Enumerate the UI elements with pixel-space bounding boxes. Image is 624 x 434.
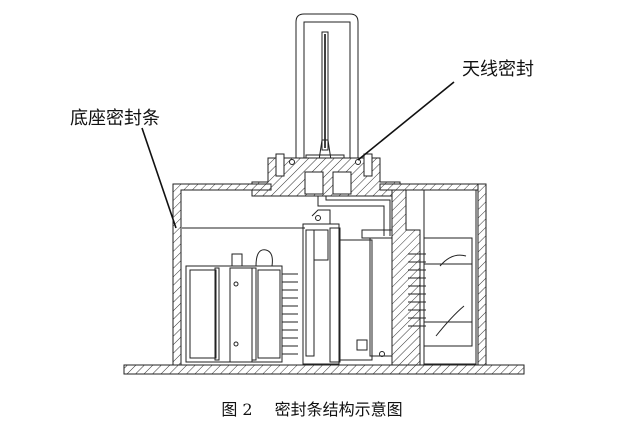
base-seal-leader bbox=[141, 127, 177, 229]
center-module bbox=[302, 196, 393, 365]
heatsink-fins bbox=[282, 273, 298, 355]
main-housing bbox=[123, 183, 525, 375]
connector-pins bbox=[408, 253, 426, 327]
figure-title: 密封条结构示意图 bbox=[274, 400, 403, 419]
base-seal-strip-label: 底座密封条 bbox=[70, 108, 160, 129]
antenna-radome bbox=[295, 13, 359, 162]
figure-caption: 图 2 密封条结构示意图 bbox=[0, 396, 624, 420]
antenna-seal-label: 天线密封 bbox=[462, 59, 534, 80]
figure-number: 图 2 bbox=[221, 400, 253, 419]
antenna-seal-leader bbox=[357, 81, 455, 161]
right-module bbox=[408, 189, 477, 365]
antenna-flange bbox=[251, 153, 401, 197]
left-module bbox=[185, 249, 298, 363]
